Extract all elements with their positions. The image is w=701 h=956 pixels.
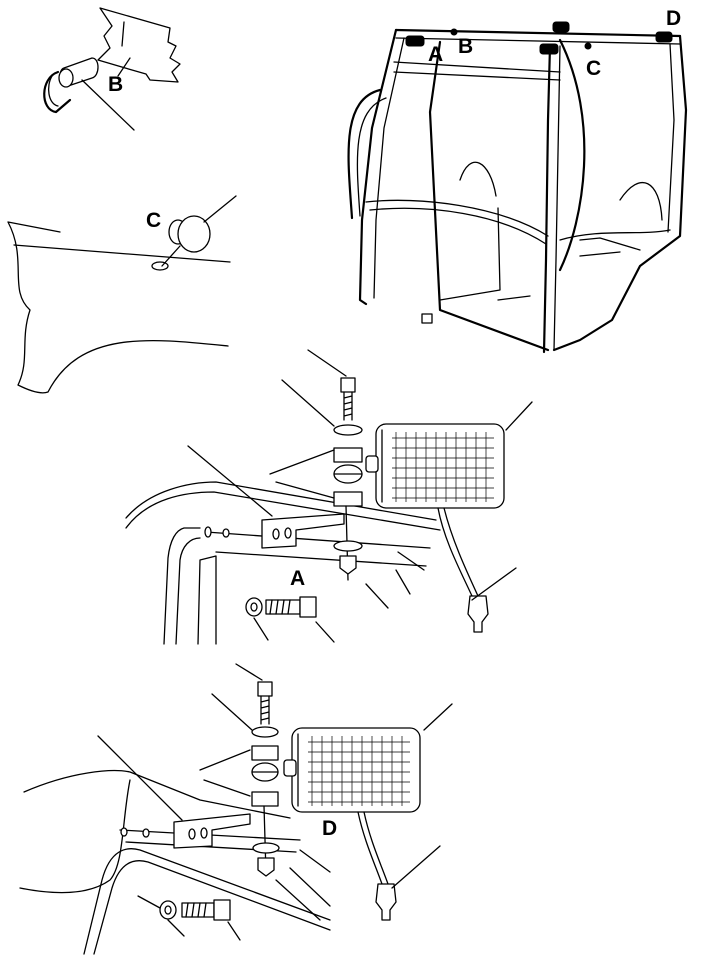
- callout-b-cab: B: [458, 35, 474, 58]
- callout-b-detail: B: [108, 73, 124, 96]
- lamp-a-lens-grid: [392, 432, 494, 502]
- callout-d-assembly: D: [322, 817, 338, 840]
- detail-c-knob: [7, 195, 237, 394]
- callout-a-cab: A: [428, 43, 444, 66]
- cab-frame: [347, 21, 688, 354]
- callout-c-cab: C: [586, 57, 602, 80]
- callout-c-detail: C: [146, 209, 162, 232]
- callout-d-cab: D: [666, 7, 682, 30]
- callout-a-assembly: A: [290, 567, 306, 590]
- lamp-assembly-a: [125, 349, 533, 645]
- lamp-assembly-d: [19, 663, 453, 955]
- lamp-d-lens-grid: [308, 736, 410, 806]
- detail-b-clip: [43, 7, 181, 131]
